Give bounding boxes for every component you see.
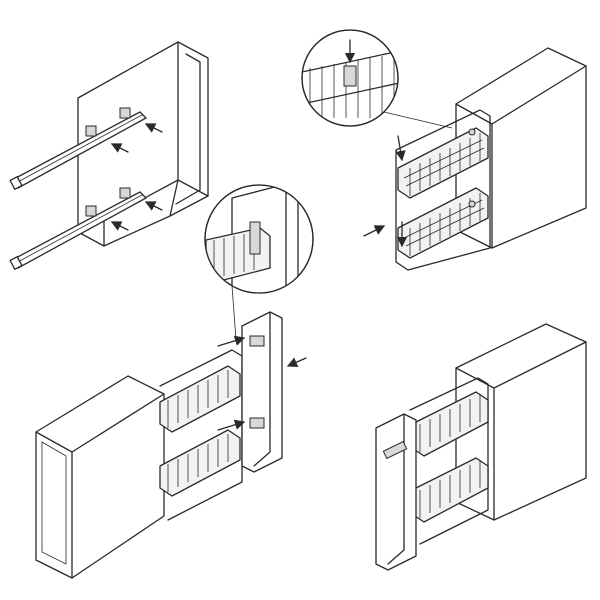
screw-arrow: [144, 201, 163, 211]
cabinet-side-panel: [77, 41, 209, 247]
pulled-out-basket: [409, 377, 489, 545]
lower-runner: [9, 187, 147, 270]
attach-arrow: [286, 357, 307, 368]
step-3-attach-front-panel: [35, 184, 314, 579]
step-4-finished-unit: [375, 323, 587, 571]
screw-arrow: [110, 143, 129, 153]
detail-zoom-clip: [301, 29, 453, 129]
zoom-leader-line: [231, 285, 237, 341]
insert-arrow: [395, 135, 406, 162]
pull-out-basket: [159, 349, 243, 521]
screw-arrow: [144, 123, 163, 133]
detail-zoom-bracket: [204, 184, 314, 341]
screw-arrow: [217, 335, 246, 347]
base-cabinet: [35, 375, 165, 579]
zoom-leader-line: [383, 111, 453, 129]
upper-runner: [9, 107, 147, 190]
basket-frame: [395, 109, 491, 271]
step-2-insert-basket-frame: [301, 29, 587, 271]
panel-bracket: [249, 417, 265, 429]
door-handle: [382, 440, 408, 460]
front-door: [375, 413, 417, 571]
screw-arrow: [110, 221, 129, 231]
push-arrow: [363, 225, 386, 237]
screw-arrow: [217, 419, 246, 431]
step-1-install-runners: [9, 41, 209, 270]
panel-bracket: [249, 335, 265, 347]
